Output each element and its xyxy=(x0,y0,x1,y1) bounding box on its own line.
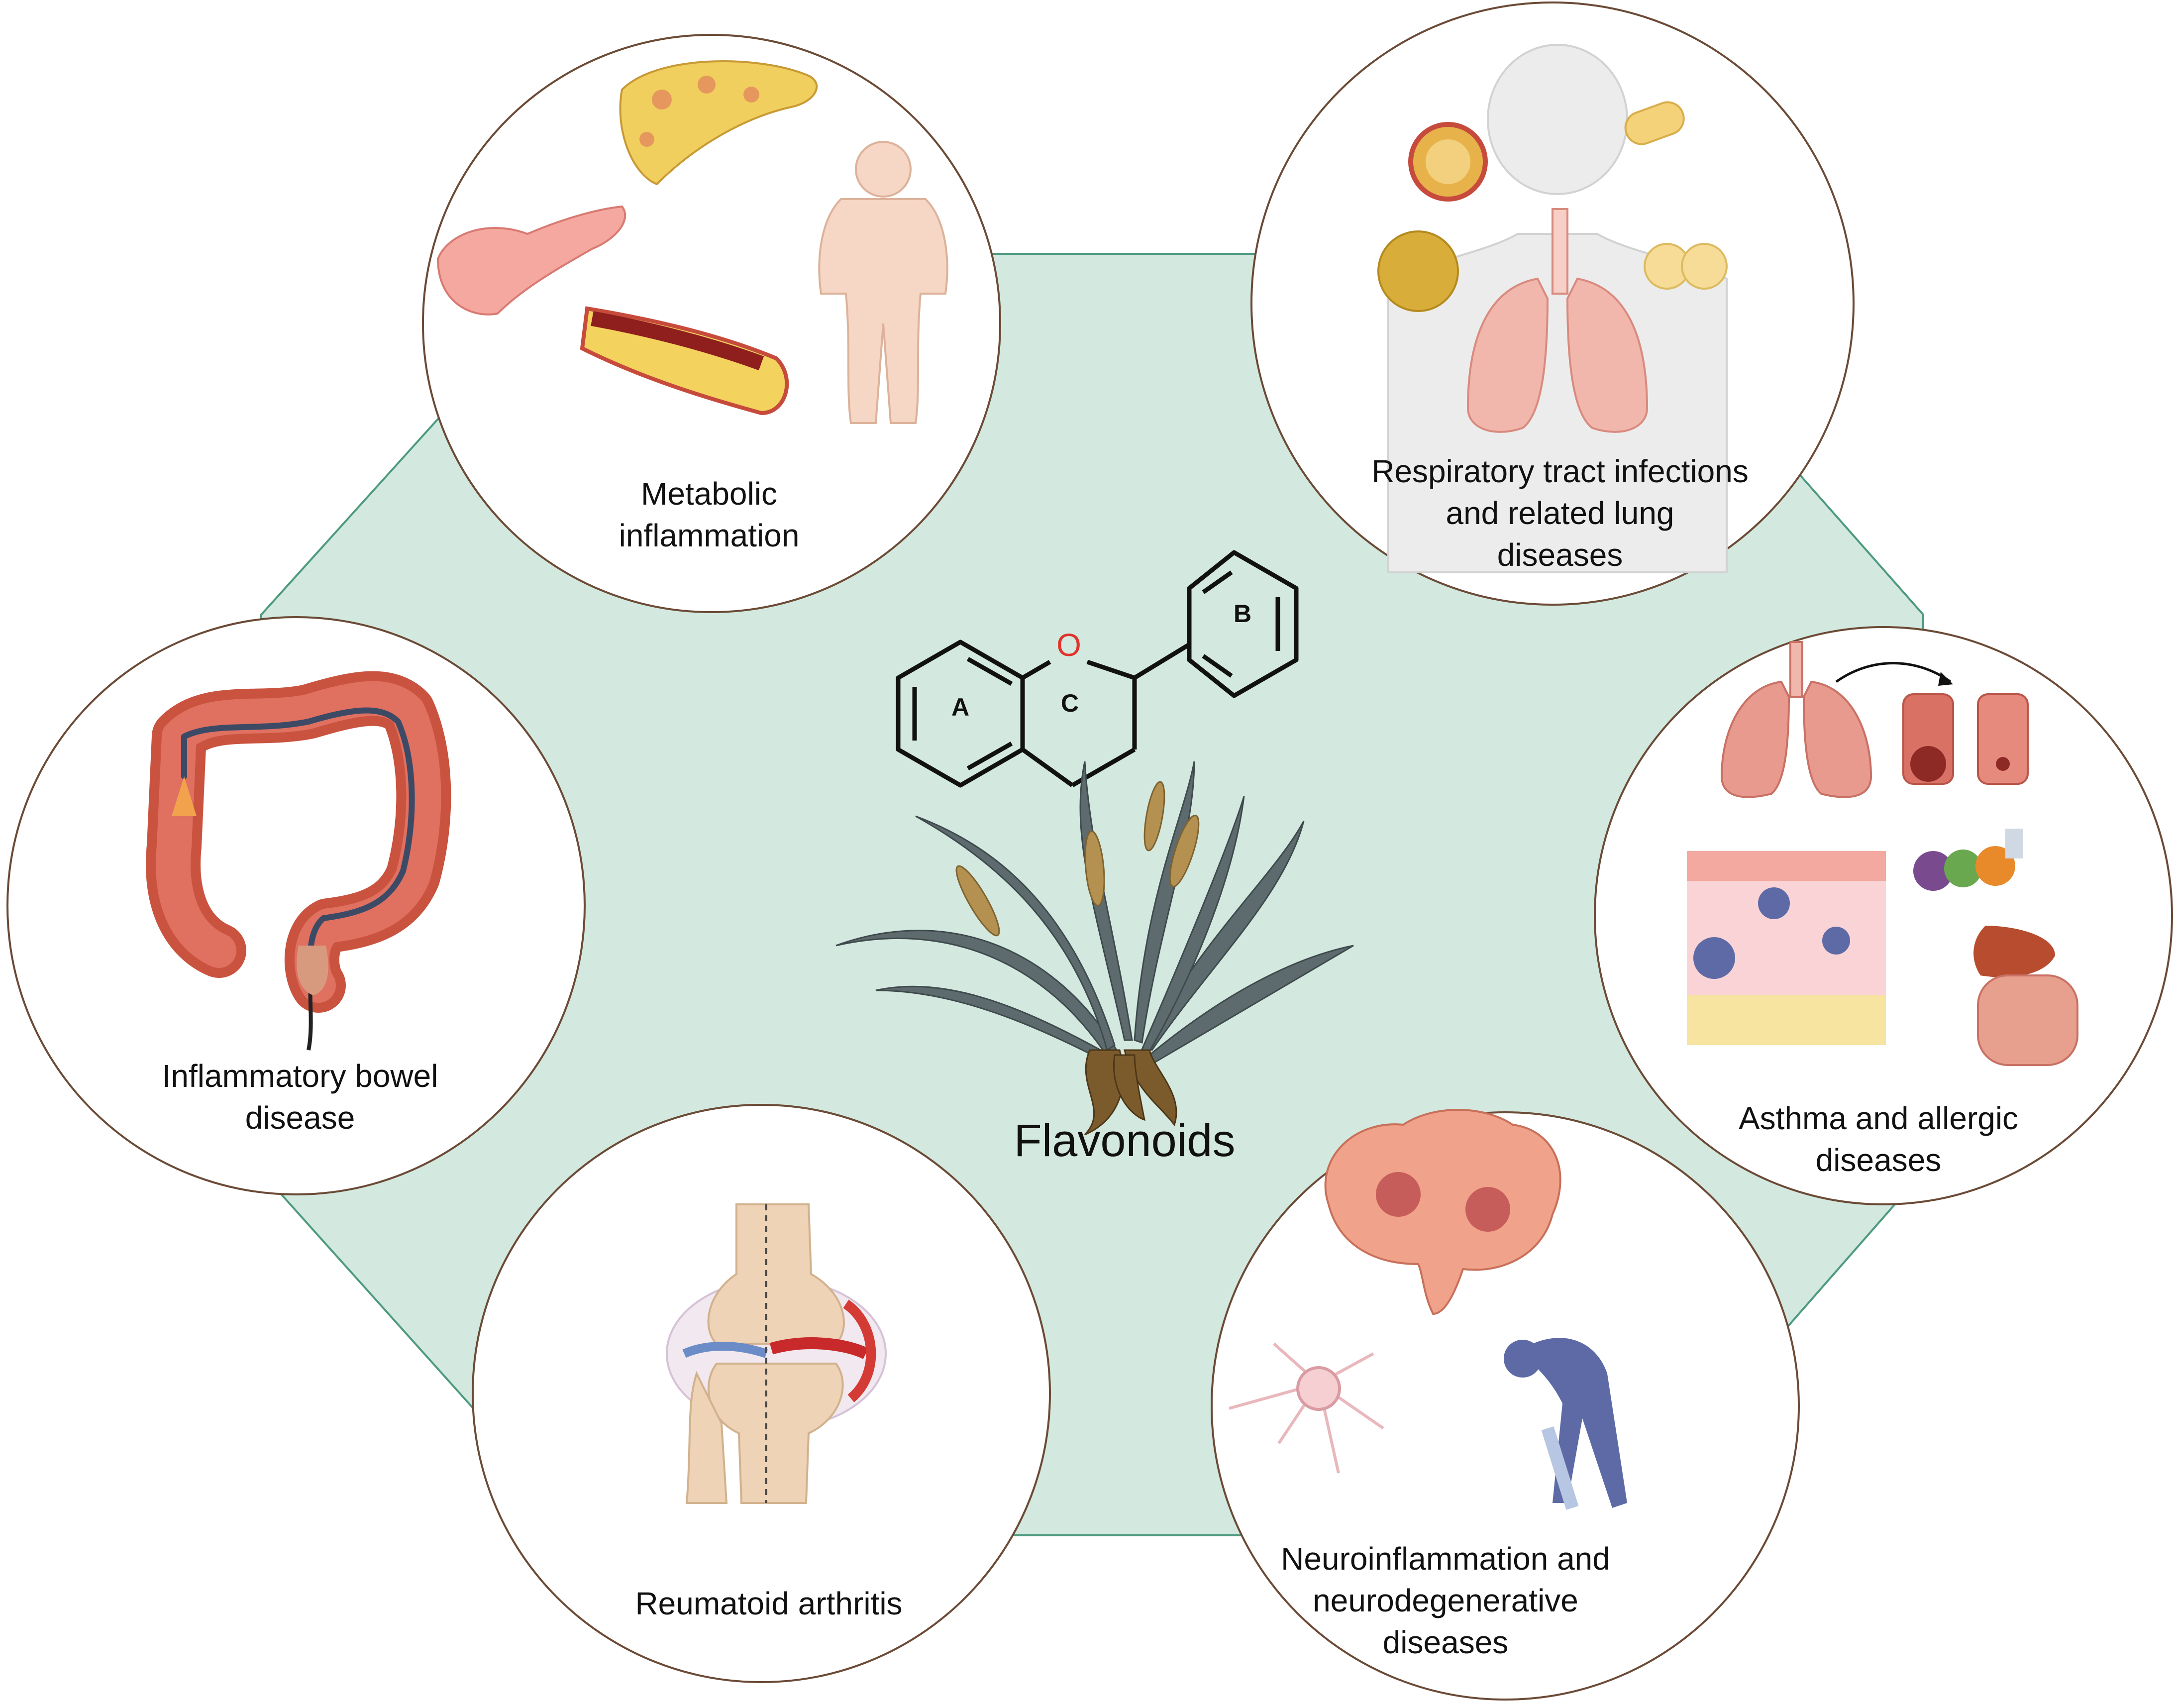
airway-constricted-icon xyxy=(1977,693,2029,785)
asthma-lungs-icon xyxy=(1720,641,1872,798)
panel-metabolic-circle xyxy=(422,34,1001,613)
artery-plaque-icon xyxy=(580,306,789,416)
ring-c-label: C xyxy=(1061,689,1079,717)
rheumatoid-arthritis-label: Reumatoid arthritis xyxy=(635,1586,903,1621)
fungal-spore-icon xyxy=(1377,230,1459,312)
arrowhead-icon xyxy=(1938,672,1953,686)
pancreas-icon xyxy=(436,205,626,316)
ring-b-label: B xyxy=(1234,600,1251,628)
neuron-icon xyxy=(1229,1342,1384,1474)
bacterium-icon xyxy=(1624,101,1685,145)
stooped-person-icon xyxy=(1504,1338,1627,1510)
oxygen-atom-label: O xyxy=(1056,627,1081,663)
flavonoids-title: Flavonoids xyxy=(1014,1115,1236,1166)
pathogen-cluster-icon xyxy=(1644,243,1728,290)
human-silhouette-icon xyxy=(1387,44,1728,573)
liver-icon xyxy=(619,60,818,186)
flavonoid-structure xyxy=(896,550,1299,788)
airway-normal-icon xyxy=(1902,693,1954,785)
virus-icon xyxy=(1408,122,1488,202)
skin-cross-section-icon xyxy=(1687,851,1886,1045)
brain-icon xyxy=(1324,1109,1561,1315)
obese-body-icon xyxy=(818,141,948,424)
colon-icon xyxy=(146,671,451,1013)
ring-a-label: A xyxy=(951,693,969,721)
plant-illustration xyxy=(835,761,1354,1136)
food-allergens-icon xyxy=(1913,829,2023,891)
panel-neuro-circle xyxy=(1211,1111,1800,1701)
digestive-organs-icon xyxy=(1973,926,2078,1066)
lungs-icon xyxy=(1466,208,1649,433)
endoscope-tip-icon xyxy=(172,776,328,1051)
arrow-icon xyxy=(1835,662,1952,683)
knee-joint-icon xyxy=(666,1203,887,1504)
